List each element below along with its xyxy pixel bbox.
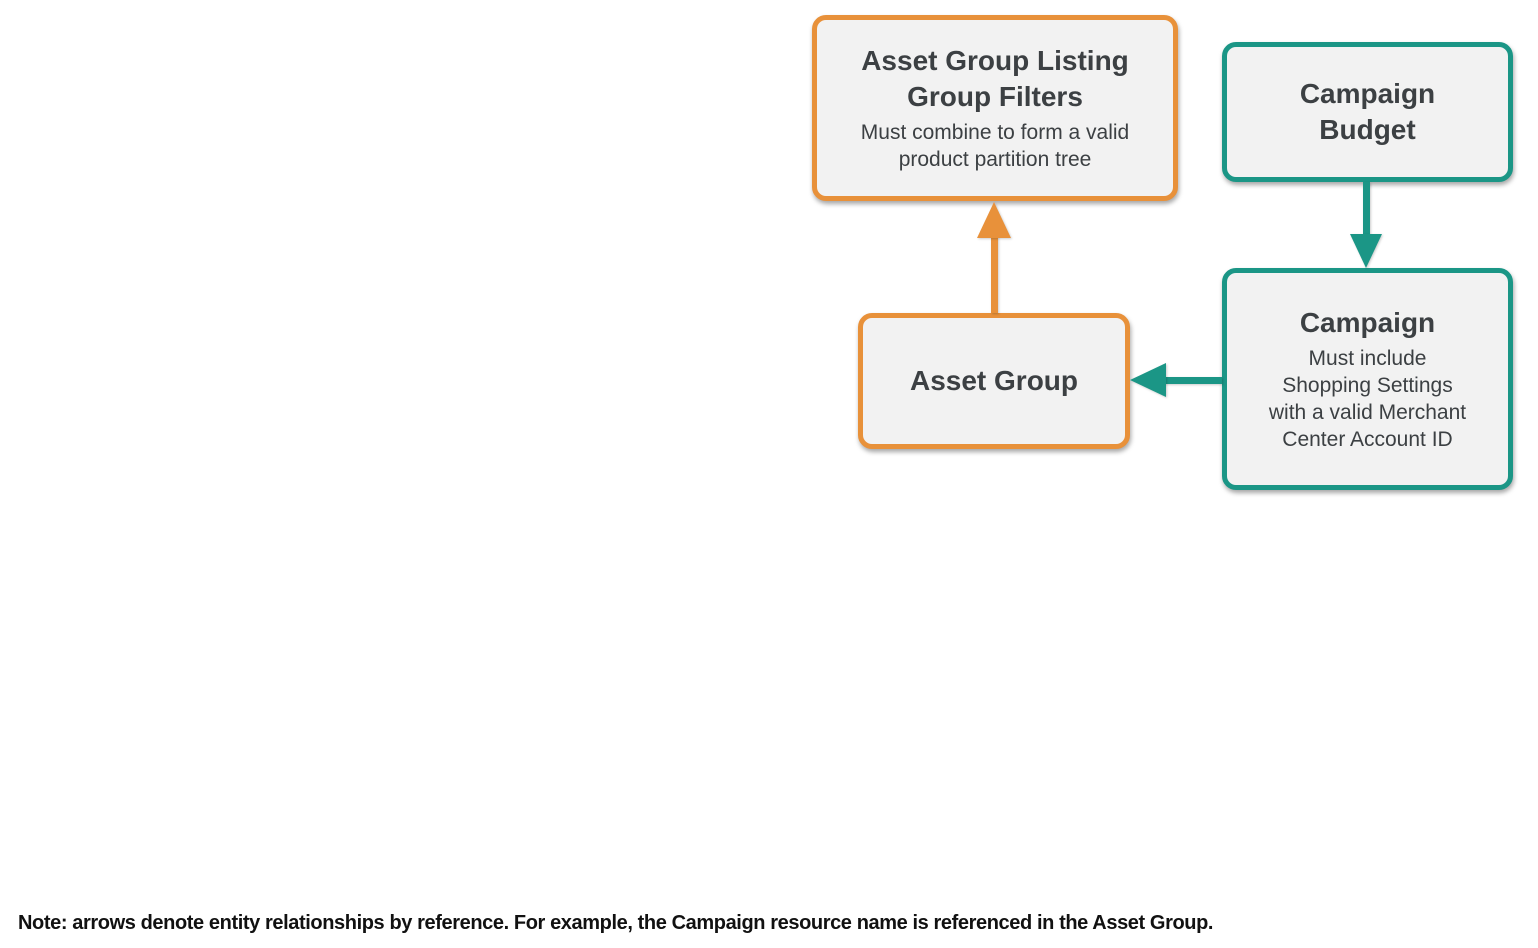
- node-campaign: Campaign Must include Shopping Settings …: [1222, 268, 1513, 490]
- node-title-asset-group-listing-group-filters: Asset Group Listing Group Filters: [861, 45, 1129, 112]
- node-subtitle-asset-group-listing-group-filters: Must combine to form a valid product par…: [860, 121, 1130, 171]
- node-title-asset-group: Asset Group: [909, 365, 1079, 396]
- arrow-shaft-up-icon: [991, 236, 998, 313]
- diagram-footnote: Note: arrows denote entity relationships…: [18, 912, 1214, 934]
- arrow-shaft-down-icon: [1363, 182, 1370, 238]
- arrow-shaft-left-icon: [1164, 377, 1222, 384]
- node-title-campaign: Campaign: [1299, 307, 1436, 338]
- arrow-head-down-icon: [1350, 234, 1382, 268]
- node-title-campaign-budget: Campaign Budget: [1299, 78, 1436, 145]
- node-asset-group-listing-group-filters: Asset Group Listing Group Filters Must c…: [812, 15, 1178, 201]
- node-asset-group: Asset Group: [858, 313, 1130, 449]
- arrow-head-up-icon: [977, 202, 1011, 238]
- node-subtitle-campaign: Must include Shopping Settings with a va…: [1268, 347, 1467, 451]
- node-campaign-budget: Campaign Budget: [1222, 42, 1513, 182]
- arrow-head-left-icon: [1130, 363, 1166, 397]
